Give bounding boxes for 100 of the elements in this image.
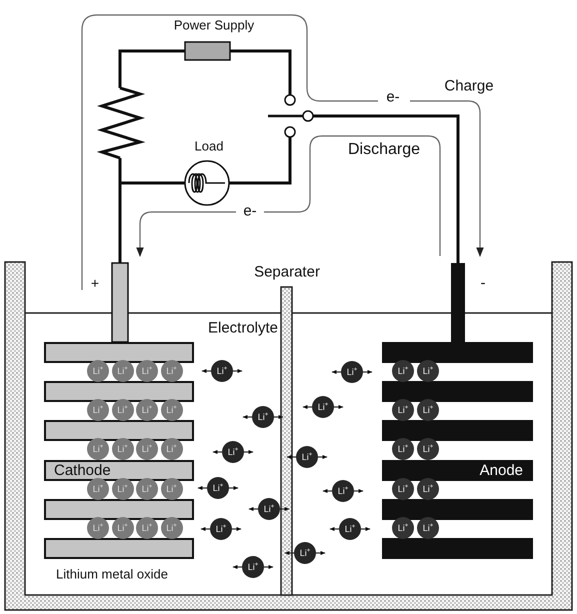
lithium-ion [160,399,182,421]
ion-label: Li$^{+}$ [300,548,310,558]
electrode-label: Cathode [54,463,111,478]
ion-label: Li$^{+}$ [318,402,328,412]
ion-label: Li$^{+}$ [398,366,408,376]
lithium-ion [160,438,182,460]
ion-label: Li$^{+}$ [166,524,177,532]
ion-label: Li$^{+}$ [117,444,128,454]
ion-label: Li$^{+}$ [212,484,224,492]
ion-label: Li$^{+}$ [166,484,177,494]
ion-label: Li$^{+}$ [142,484,152,494]
ion-label: Li$^{+}$ [398,484,408,494]
ion-label: Li$^{+}$ [398,444,408,454]
ion-label: Li$^{+}$ [302,452,312,462]
ion-label: Li$^{+}$ [398,524,408,532]
electron-label: e- [243,204,257,218]
ion-label: Li$^{+}$ [92,406,104,414]
cathode-plate [44,420,194,441]
ion-label: Li$^{+}$ [117,366,128,376]
anode-plate [382,420,533,441]
ion-label: Li$^{+}$ [166,444,177,454]
ion-label: Li$^{+}$ [422,366,434,376]
ion-label: Li$^{+}$ [422,406,434,414]
ion-label: Li$^{+}$ [346,368,358,376]
lithium-ion [160,478,182,500]
lithium-ion [341,361,363,383]
ion-label: Li$^{+}$ [228,448,238,456]
lithium-ion [112,399,134,421]
lithium-ion [312,396,334,418]
anode-plate [382,538,533,559]
component-label: Separater [254,264,320,280]
ion-label: Li$^{+}$ [344,524,356,534]
material-label: Lithium metal oxide [56,568,168,580]
lithium-ion [112,438,134,460]
lithium-ion [87,360,109,382]
anode-plate [382,342,533,363]
lithium-ion [136,438,158,460]
ion-label: Li$^{+}$ [216,366,228,376]
lithium-ion [160,360,182,382]
anode-plate [382,460,533,481]
ion-label: Li$^{+}$ [166,406,177,414]
lithium-ion [136,399,158,421]
anode-plate [382,381,533,402]
lithium-ion [207,477,229,499]
anode-plate [382,499,533,520]
electron-label: e- [386,90,400,104]
cathode-plate [44,499,194,520]
polarity-sign: + [90,276,100,290]
lithium-ion [392,517,414,539]
circuit-label: Load [194,140,224,152]
component-label: Electrolyte [208,320,278,336]
ion-label: Li$^{+}$ [142,406,152,414]
cathode-plate [44,342,194,363]
lithium-ion [392,360,414,382]
cathode-plate [44,381,194,402]
lithium-ion [136,517,158,539]
lithium-ion [417,478,439,500]
lithium-ion [252,406,274,428]
lithium-ion [332,480,354,502]
lithium-ion [112,478,134,500]
lithium-ion [294,542,316,564]
ion-label: Li$^{+}$ [258,412,268,422]
lithium-ion [87,478,109,500]
mode-label: Charge [444,78,494,94]
ion-label: Li$^{+}$ [422,524,434,532]
ion-label: Li$^{+}$ [398,406,408,414]
ion-label: Li$^{+}$ [117,484,128,494]
lithium-ion [417,399,439,421]
mode-label: Discharge [348,142,420,158]
ion-label: Li$^{+}$ [166,366,177,376]
lithium-ion [87,399,109,421]
lithium-ion [296,446,318,468]
circuit-label: Power Supply [174,18,254,32]
lithium-ion [222,441,244,463]
ion-label: Li$^{+}$ [248,562,258,572]
lithium-ion [112,360,134,382]
lithium-ion [417,517,439,539]
ion-label: Li$^{+}$ [142,444,152,454]
lithium-ion [160,517,182,539]
lithium-ion [242,556,264,578]
ion-label: Li$^{+}$ [338,486,348,496]
lithium-ion [87,438,109,460]
ion-label: Li$^{+}$ [264,504,274,514]
lithium-ion [211,360,233,382]
lithium-ion [136,478,158,500]
ion-label: Li$^{+}$ [92,366,104,376]
lithium-ion [258,498,280,520]
lithium-ion [392,478,414,500]
lithium-ion [392,438,414,460]
ion-label: Li$^{+}$ [216,524,226,534]
lithium-ion [210,518,232,540]
lithium-ion [417,360,439,382]
ion-label: Li$^{+}$ [92,444,104,454]
cathode-plate [44,460,194,481]
lithium-ion [339,518,361,540]
electrode-label: Anode [480,463,523,478]
ion-label: Li$^{+}$ [92,484,104,494]
lithium-ion [87,517,109,539]
ion-label: Li$^{+}$ [142,524,152,532]
ion-label: Li$^{+}$ [422,444,434,454]
